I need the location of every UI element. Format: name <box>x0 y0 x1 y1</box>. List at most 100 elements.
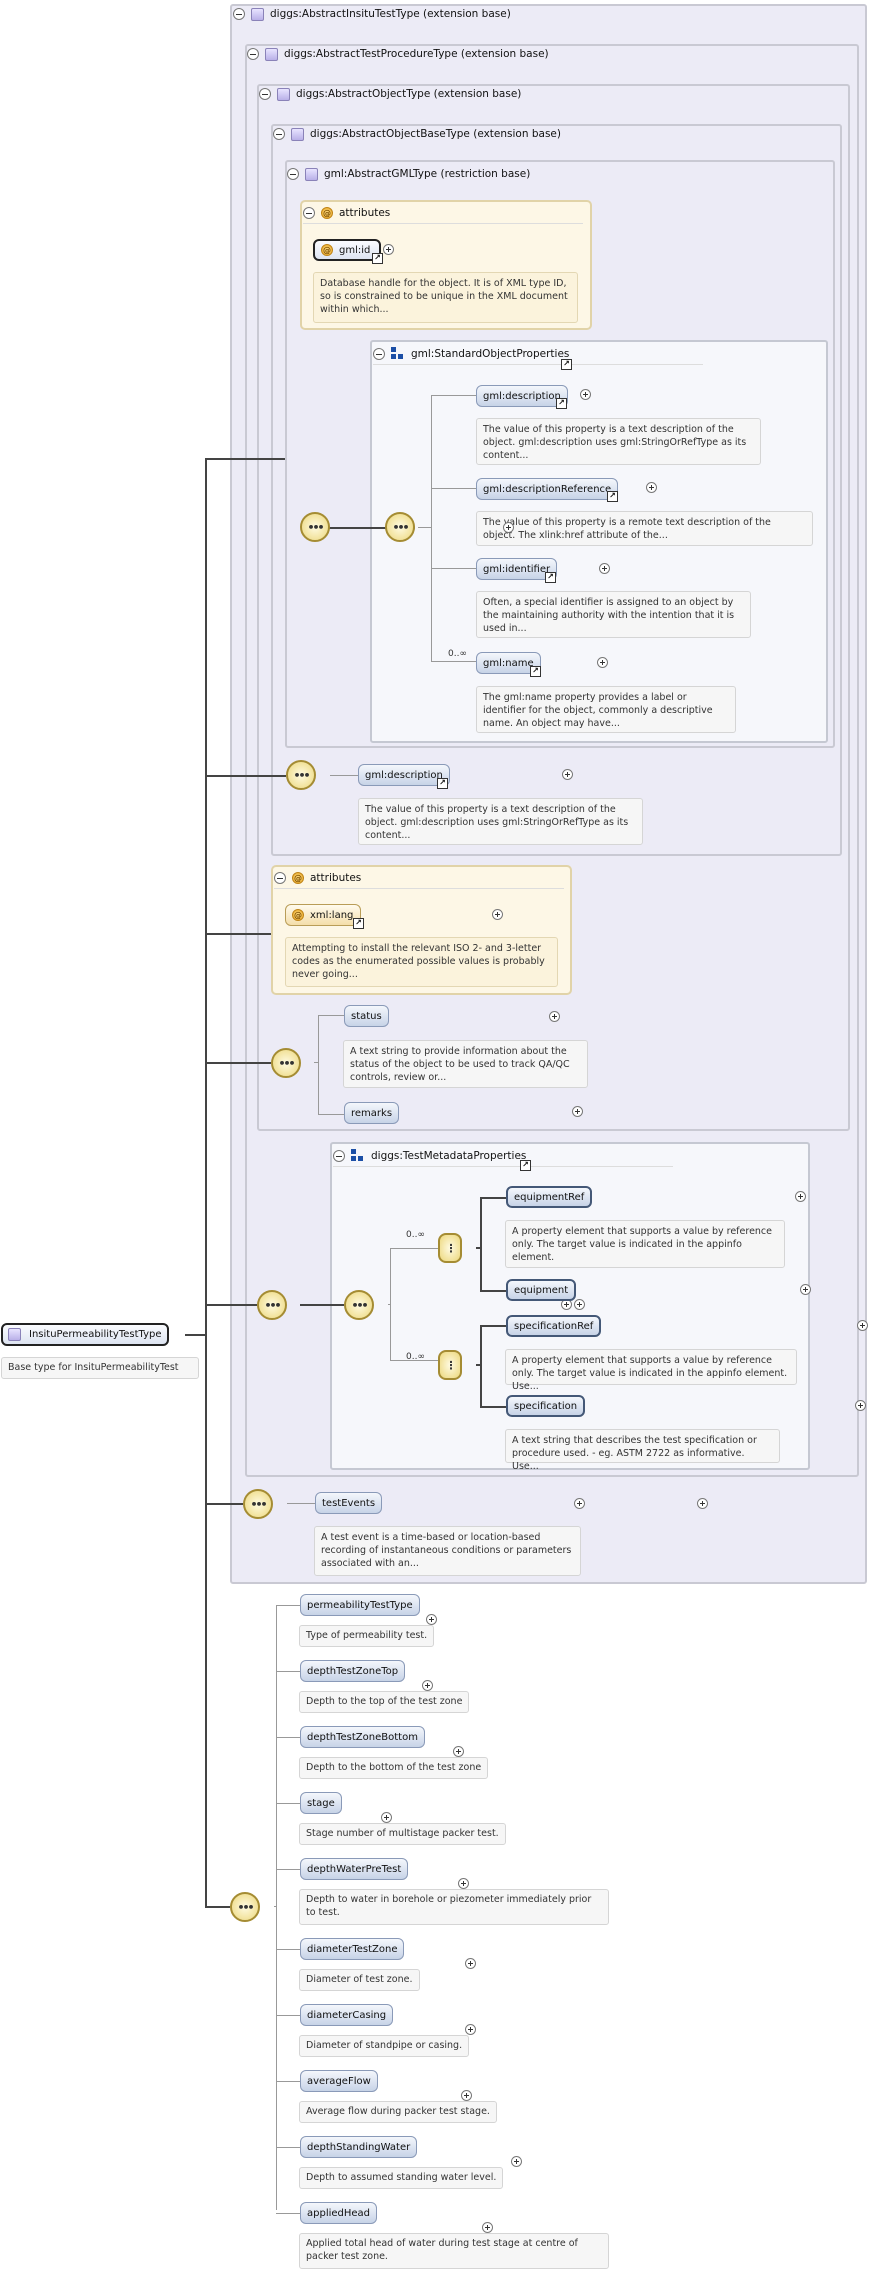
expand-icon[interactable] <box>380 1812 392 1823</box>
sequence-compositor-icon[interactable]: ••• <box>271 1048 301 1078</box>
sequence-compositor-icon[interactable]: ••• <box>300 512 330 542</box>
expand-icon[interactable] <box>465 1958 477 1969</box>
element-doc: The value of this property is a remote t… <box>476 511 813 546</box>
expand-icon[interactable] <box>383 244 394 255</box>
collapse-icon[interactable] <box>303 207 315 219</box>
element-applied-head[interactable]: appliedHead <box>300 2202 378 2224</box>
group-header-tmp[interactable]: diggs:TestMetadataProperties <box>333 1148 673 1167</box>
link-arrow-icon[interactable]: ↗ <box>556 398 567 409</box>
connector-line <box>388 1304 390 1305</box>
element-depth-water-pre-test[interactable]: depthWaterPreTest <box>300 1858 409 1880</box>
ext-header-insitu[interactable]: diggs:AbstractInsituTestType (extension … <box>233 6 511 22</box>
expand-icon[interactable] <box>458 1878 470 1889</box>
link-arrow-icon[interactable]: ↗ <box>530 666 541 677</box>
expand-icon[interactable] <box>460 2090 472 2101</box>
collapse-icon[interactable] <box>287 168 299 180</box>
ext-header-gml[interactable]: gml:AbstractGMLType (restriction base) <box>287 166 530 182</box>
root-type-name: InsituPermeabilityTestType <box>29 1329 162 1340</box>
expand-icon[interactable] <box>511 2156 523 2167</box>
expand-icon[interactable] <box>452 1746 464 1757</box>
element-stage[interactable]: stage <box>300 1792 342 1814</box>
attribute-gml-id[interactable]: @ gml:id <box>313 239 381 261</box>
link-arrow-icon[interactable]: ↗ <box>545 572 556 583</box>
element-doc: Depth to assumed standing water level. <box>299 2167 504 2189</box>
collapse-icon[interactable] <box>273 128 285 140</box>
link-arrow-icon[interactable]: ↗ <box>372 253 383 264</box>
collapse-icon[interactable] <box>274 872 286 884</box>
expand-icon[interactable] <box>794 1191 806 1202</box>
sequence-compositor-icon[interactable]: ••• <box>286 760 316 790</box>
expand-icon[interactable] <box>425 1614 437 1625</box>
element-depth-test-zone-bottom[interactable]: depthTestZoneBottom <box>300 1726 425 1748</box>
sequence-compositor-icon[interactable]: ••• <box>230 1892 260 1922</box>
sequence-compositor-icon[interactable]: ••• <box>257 1290 287 1320</box>
attributes-header[interactable]: @ attributes <box>274 870 564 889</box>
expand-icon[interactable] <box>422 1680 434 1691</box>
expand-icon[interactable] <box>561 769 573 780</box>
collapse-icon[interactable] <box>247 48 259 60</box>
element-diameter-test-zone[interactable]: diameterTestZone <box>300 1938 405 1960</box>
root-type-node[interactable]: InsituPermeabilityTestType <box>1 1323 169 1346</box>
element-specification-ref[interactable]: specificationRef <box>506 1315 602 1337</box>
element-gml-description[interactable]: gml:description <box>476 385 568 407</box>
expand-icon[interactable] <box>580 389 592 400</box>
element-doc: Depth to the bottom of the test zone <box>299 1757 489 1779</box>
element-permeability-test-type[interactable]: permeabilityTestType <box>300 1594 420 1616</box>
element-test-events[interactable]: testEvents <box>315 1492 383 1514</box>
sequence-compositor-icon[interactable]: ••• <box>385 512 415 542</box>
collapse-icon[interactable] <box>333 1150 345 1162</box>
attribute-icon: @ <box>321 207 333 219</box>
expand-icon[interactable] <box>596 657 608 668</box>
group-header-sop[interactable]: gml:StandardObjectProperties <box>373 346 703 365</box>
expand-icon[interactable] <box>549 1011 561 1022</box>
element-depth-standing-water[interactable]: depthStandingWater <box>300 2136 418 2158</box>
element-gml-identifier[interactable]: gml:identifier <box>476 558 558 580</box>
expand-icon[interactable] <box>646 482 658 493</box>
attribute-name: gml:id <box>339 244 371 256</box>
collapse-icon[interactable] <box>259 88 271 100</box>
element-equipment[interactable]: equipment <box>506 1279 577 1301</box>
expand-icon[interactable] <box>491 909 503 920</box>
link-arrow-icon[interactable]: ↗ <box>353 918 364 929</box>
expand-icon[interactable] <box>598 563 610 574</box>
ext-header-object-base[interactable]: diggs:AbstractObjectBaseType (extension … <box>273 126 561 142</box>
element-gml-name[interactable]: gml:name <box>476 652 541 674</box>
choice-compositor-icon[interactable]: ⋮ <box>438 1233 462 1263</box>
connector-line <box>480 1325 482 1407</box>
element-depth-test-zone-top[interactable]: depthTestZoneTop <box>300 1660 406 1682</box>
element-average-flow[interactable]: averageFlow <box>300 2070 378 2092</box>
element-diameter-casing[interactable]: diameterCasing <box>300 2004 394 2026</box>
element-gml-description-2[interactable]: gml:description <box>358 764 450 786</box>
expand-icon[interactable] <box>482 2222 494 2233</box>
element-specification[interactable]: specification <box>506 1395 586 1417</box>
collapse-icon[interactable] <box>573 1498 585 1509</box>
connector-line <box>314 1062 318 1063</box>
expand-icon[interactable] <box>800 1284 811 1295</box>
expand-icon[interactable] <box>857 1320 869 1331</box>
occurrence-label: 0..∞ <box>406 1230 425 1240</box>
sequence-compositor-icon[interactable]: ••• <box>243 1489 273 1519</box>
choice-compositor-icon[interactable]: ⋮ <box>438 1350 462 1380</box>
collapse-icon[interactable] <box>573 1299 585 1310</box>
ext-header-object[interactable]: diggs:AbstractObjectType (extension base… <box>259 86 521 102</box>
sequence-compositor-icon[interactable]: ••• <box>344 1290 374 1320</box>
link-arrow-icon[interactable]: ↗ <box>520 1160 531 1171</box>
link-arrow-icon[interactable]: ↗ <box>561 359 572 370</box>
element-gml-description-reference[interactable]: gml:descriptionReference <box>476 478 619 500</box>
attributes-header[interactable]: @ attributes <box>303 205 583 224</box>
ext-header-procedure[interactable]: diggs:AbstractTestProcedureType (extensi… <box>247 46 549 62</box>
element-status[interactable]: status <box>344 1005 389 1027</box>
link-arrow-icon[interactable]: ↗ <box>437 778 448 789</box>
expand-icon[interactable] <box>854 1400 866 1411</box>
element-remarks[interactable]: remarks <box>344 1102 400 1124</box>
collapse-icon[interactable] <box>233 8 245 20</box>
attribute-xml-lang[interactable]: @ xml:lang <box>285 904 361 926</box>
expand-icon[interactable] <box>465 2024 477 2035</box>
element-equipment-ref[interactable]: equipmentRef <box>506 1186 593 1208</box>
expand-icon[interactable] <box>572 1106 584 1117</box>
expand-icon[interactable] <box>697 1498 709 1509</box>
collapse-icon[interactable] <box>503 522 515 533</box>
link-arrow-icon[interactable]: ↗ <box>607 491 618 502</box>
collapse-icon[interactable] <box>373 348 385 360</box>
